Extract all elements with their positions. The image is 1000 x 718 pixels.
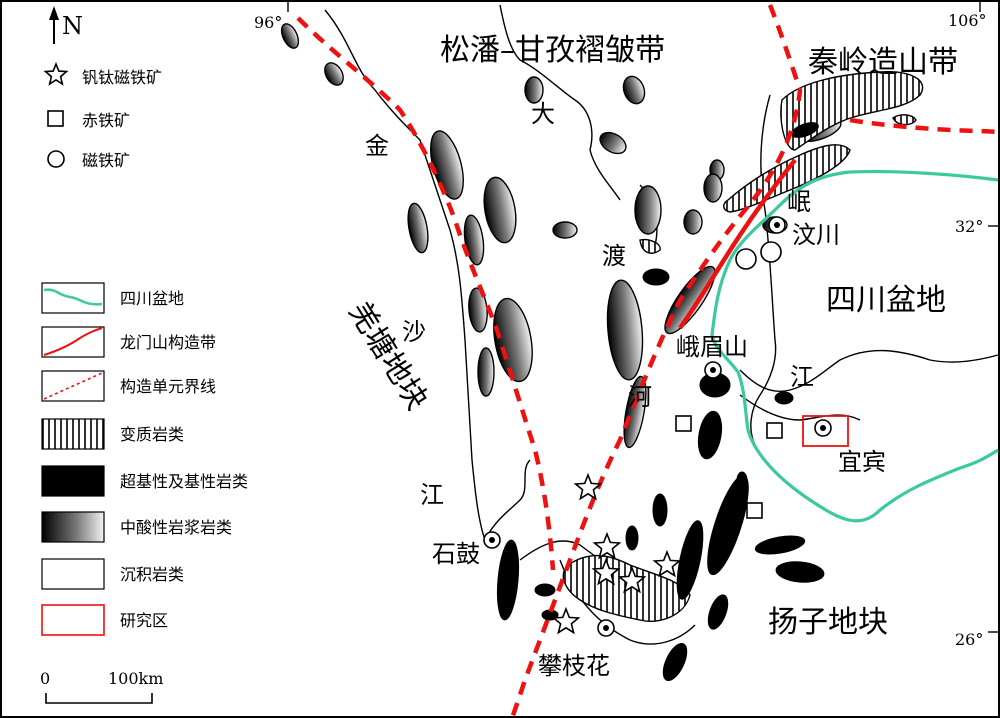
ultrabasic-bodies (496, 122, 825, 682)
region-songpan-ganzi: 松潘–甘孜褶皱带 (440, 33, 665, 68)
scale-bar (45, 693, 153, 704)
coordinate-ticks (287, 2, 998, 633)
ore-star (652, 549, 682, 578)
city-marker-yibin (814, 419, 832, 437)
metamorphic-swatch (41, 418, 105, 450)
river-jinsha-char-3: 江 (420, 481, 444, 509)
lat-label-bottom: 26° (955, 630, 983, 649)
unit-legend-label: 龙门山构造带 (120, 333, 216, 352)
north-arrow (49, 6, 59, 44)
river-jinsha-char-1: 金 (365, 132, 389, 160)
metamorphic-zones (562, 71, 924, 622)
unit-legend: 四川盆地 龙门山构造带 构造单元界线 变质岩类 超基性及基性岩类 中酸性岩浆岩类… (41, 282, 248, 636)
unit-legend-label: 研究区 (120, 611, 168, 630)
place-shigu: 石鼓 (432, 540, 480, 568)
ore-circle (760, 241, 782, 263)
region-yangtze-block: 扬子地块 (768, 605, 888, 640)
ore-legend-label: 赤铁矿 (82, 111, 130, 130)
ore-legend-label: 钒钛磁铁矿 (82, 68, 162, 87)
ore-circle (735, 248, 757, 270)
river-dadu-char-1: 大 (531, 100, 555, 128)
basin-line-icon (43, 288, 103, 306)
city-marker-shigu (483, 531, 501, 549)
ore-star (551, 606, 581, 635)
ore-star (591, 557, 621, 586)
unit-legend-label: 构造单元界线 (120, 377, 216, 396)
longmenshan-belt (678, 158, 797, 330)
river-dadu-char-2: 渡 (602, 242, 626, 270)
boundary-line-icon (43, 372, 103, 400)
river-jinsha-char-2: 沙 (402, 318, 426, 346)
sichuan-basin-boundary (710, 169, 999, 523)
tectonic-boundaries (296, 4, 999, 718)
study-area-swatch (41, 604, 105, 636)
north-arrow-icon (49, 6, 59, 20)
fault-line-icon (43, 327, 103, 356)
lon-label-left: 96° (254, 13, 282, 32)
ore-legend: 钒钛磁铁矿 赤铁矿 磁铁矿 (43, 61, 162, 170)
circle-icon (47, 150, 65, 168)
magnetite-deposits (735, 241, 782, 270)
square-icon (47, 110, 64, 127)
vanadium-titanium-magnetite-deposits (551, 472, 682, 635)
city-marker-emeishan (704, 361, 722, 379)
intermediate-intrusions (280, 23, 842, 449)
geology-outlines (324, 4, 999, 645)
place-wenchuan: 汶川 (792, 221, 840, 249)
unit-legend-label: 沉积岩类 (120, 565, 184, 584)
intermediate-swatch (41, 511, 105, 543)
ore-star (573, 472, 603, 501)
unit-legend-label: 中酸性岩浆岩类 (120, 518, 232, 537)
ore-legend-label: 磁铁矿 (82, 151, 130, 170)
scale-distance: 100km (108, 669, 163, 688)
ultrabasic-swatch (41, 465, 105, 497)
lon-label-right: 106° (948, 11, 987, 30)
lat-label-top: 32° (955, 217, 983, 236)
ore-square (766, 422, 783, 439)
unit-legend-label: 超基性及基性岩类 (120, 472, 248, 491)
unit-legend-label: 变质岩类 (120, 425, 184, 444)
star-icon (43, 61, 69, 86)
region-qinling: 秦岭造山带 (808, 45, 958, 80)
ore-square (675, 415, 692, 432)
place-yibin: 宜宾 (838, 448, 886, 476)
study-area-box (802, 415, 849, 447)
city-marker-panzhihua (597, 619, 615, 637)
scale-zero: 0 (40, 669, 50, 688)
river-min-char-2: 江 (790, 363, 814, 391)
ore-star (617, 565, 647, 594)
sedimentary-swatch (41, 558, 105, 590)
city-markers (483, 216, 832, 637)
ore-square (746, 502, 763, 519)
ore-star (592, 531, 622, 560)
place-panzhihua: 攀枝花 (538, 652, 610, 680)
region-sichuan-basin: 四川盆地 (826, 283, 946, 318)
region-qiangtang-block: 羌塘地块 (341, 296, 434, 416)
north-label: N (62, 12, 83, 40)
city-marker-wenchuan (768, 216, 786, 234)
river-dadu-char-3: 河 (628, 383, 652, 411)
place-emeishan: 峨眉山 (676, 333, 748, 361)
unit-legend-label: 四川盆地 (120, 289, 184, 308)
hematite-deposits (675, 415, 783, 519)
river-min-char-1: 岷 (787, 188, 811, 216)
